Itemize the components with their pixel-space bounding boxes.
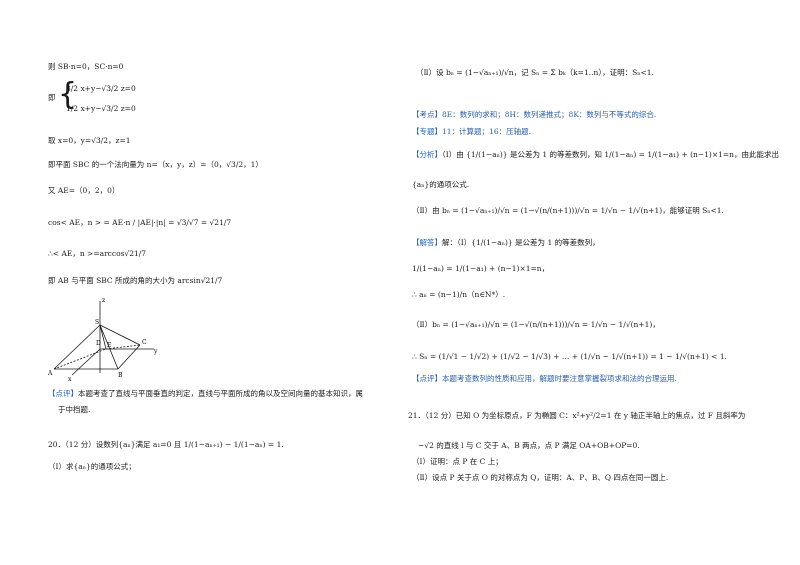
fig-label: A (47, 370, 53, 377)
text-line: ∴ Sₙ = (1/√1 − 1/√2) + (1/√2 − 1/√3) + …… (412, 352, 727, 361)
zhuanti-line: 【专题】11：计算题；16：压轴题. (412, 127, 531, 137)
kaodian-tag: 【考点】 (412, 110, 442, 119)
edge-line (99, 324, 107, 350)
fig-label: x (68, 376, 72, 383)
fig-label: D (96, 340, 101, 347)
dianping-line: 【点评】本题考查数列的性质和应用，解题时要注意掌握裂项求和法的合理运用. (412, 374, 677, 384)
system-brace: { (58, 77, 78, 112)
text-line: ∴ aₙ = (n−1)/n（n∈N*）. (412, 290, 506, 299)
hidden-edge-line (105, 344, 141, 350)
question-21: 21．（12 分）已知 O 为坐标原点，F 为椭圆 C：x²+y²/2=1 在 … (408, 411, 746, 420)
text-line: （Ⅱ）bₙ = (1−√aₙ₊₁)/√n = (1−√(n/(n+1)))/√n… (412, 320, 660, 329)
question-text: 20．（12 分）设数列{aₙ}满足 a₁=0 且 (48, 440, 182, 449)
fig-label: y (153, 348, 158, 355)
x-axis-line (71, 348, 101, 376)
text-line: （Ⅱ）设 bₙ = (1−√aₙ₊₁)/√n，记 Sₙ = Σ bₖ（k=1..… (416, 68, 654, 77)
text-line: ∴< AE，n >=arccos√21/7 (48, 249, 147, 258)
kaodian-line: 【考点】8E：数列的求和；8H：数列递推式；8K：数列与不等式的综合. (412, 110, 656, 120)
comment-line: 于中档题. (58, 405, 91, 414)
equation-line: 1/2 x+y−√3/2 z=0 (66, 104, 136, 113)
zhuanti-text: 11：计算题；16：压轴题. (442, 127, 531, 136)
comment-text: 本题考查了直线与平面垂直的判定，直线与平面所成的角以及空间向量的基本知识，属 (78, 389, 363, 398)
equation-line: 3/2 x+y−√3/2 z=0 (66, 84, 136, 93)
dianping-text: 本题考查数列的性质和应用，解题时要注意掌握裂项求和法的合理运用. (442, 374, 677, 383)
text-line: 则 SB·n=0，SC·n=0 (48, 62, 124, 71)
question-equation: 1/(1−aₙ₊₁) − 1/(1−aₙ) = 1. (183, 440, 284, 449)
text-line: 1/(1−aₙ) = 1/(1−a₁) + (n−1)×1=n， (412, 264, 550, 273)
text-line: 即平面 SBC 的一个法向量为 n=（x，y，z）=（0，√3/2，1） (48, 160, 263, 169)
fig-label: z (102, 297, 105, 304)
text-line: 即 AB 与平面 SBC 所成的角的大小为 arcsin√21/7 (48, 276, 223, 285)
jieda-tag: 【解答】 (412, 238, 442, 247)
question-text: −√2 的直线 l 与 C 交于 A、B 两点，点 P 满足 OA+OB+OP=… (418, 441, 640, 450)
question-20: 20．（12 分）设数列{aₙ}满足 a₁=0 且 1/(1−aₙ₊₁) − 1… (48, 440, 284, 450)
kaodian-text: 8E：数列的求和；8H：数列递推式；8K：数列与不等式的综合. (442, 110, 657, 119)
text-line: cos< AE，n > = AE·n / |AE|·|n| = √3/√7 = … (48, 218, 232, 227)
zhuanti-tag: 【专题】 (412, 127, 442, 136)
edge-line (99, 324, 119, 370)
fenxi-text: （Ⅰ）由 {1/(1−aₙ)} 是公差为 1 的等差数列，知 1/(1−aₙ) … (442, 150, 779, 159)
jieda-text: 解：（Ⅰ）{1/(1−aₙ)} 是公差为 1 的等差数列， (442, 238, 600, 247)
edge-line (117, 344, 141, 370)
edge-line (99, 324, 141, 346)
text-line: {aₙ}的通项公式. (412, 180, 470, 189)
edge-line (53, 324, 101, 370)
fenxi-line: 【分析】（Ⅰ）由 {1/(1−aₙ)} 是公差为 1 的等差数列，知 1/(1−… (412, 150, 779, 160)
hidden-edge-line (53, 348, 107, 370)
pyramid-figure: z S D E C y A x B (47, 297, 158, 383)
text-line: 即 (48, 93, 56, 102)
text-line: （Ⅱ）由 bₙ = (1−√aₙ₊₁)/√n = (1−√(n/(n+1)))/… (412, 206, 724, 215)
question-part: （Ⅱ）设点 P 关于点 O 的对称点为 Q，证明：A、P、B、Q 四点在同一圆上… (412, 473, 669, 482)
fig-label: C (142, 339, 147, 346)
question-part: （Ⅰ）证明：点 P 在 C 上； (412, 457, 503, 466)
comment-tag: 【点评】 (48, 389, 78, 398)
text-line: 又 AE=（0，2，0） (48, 186, 120, 195)
fig-label: E (107, 342, 111, 349)
fig-label: S (95, 319, 99, 326)
fenxi-tag: 【分析】 (412, 150, 442, 159)
dianping-tag: 【点评】 (412, 374, 442, 383)
text-line: 取 x=0，y=√3/2，z=1 (48, 136, 131, 145)
fig-label: B (118, 372, 123, 379)
comment-line: 【点评】本题考查了直线与平面垂直的判定，直线与平面所成的角以及空间向量的基本知识… (48, 389, 363, 399)
jieda-line: 【解答】解：（Ⅰ）{1/(1−aₙ)} 是公差为 1 的等差数列， (412, 238, 600, 248)
question-part: （Ⅰ）求{aₙ}的通项公式； (48, 462, 136, 471)
